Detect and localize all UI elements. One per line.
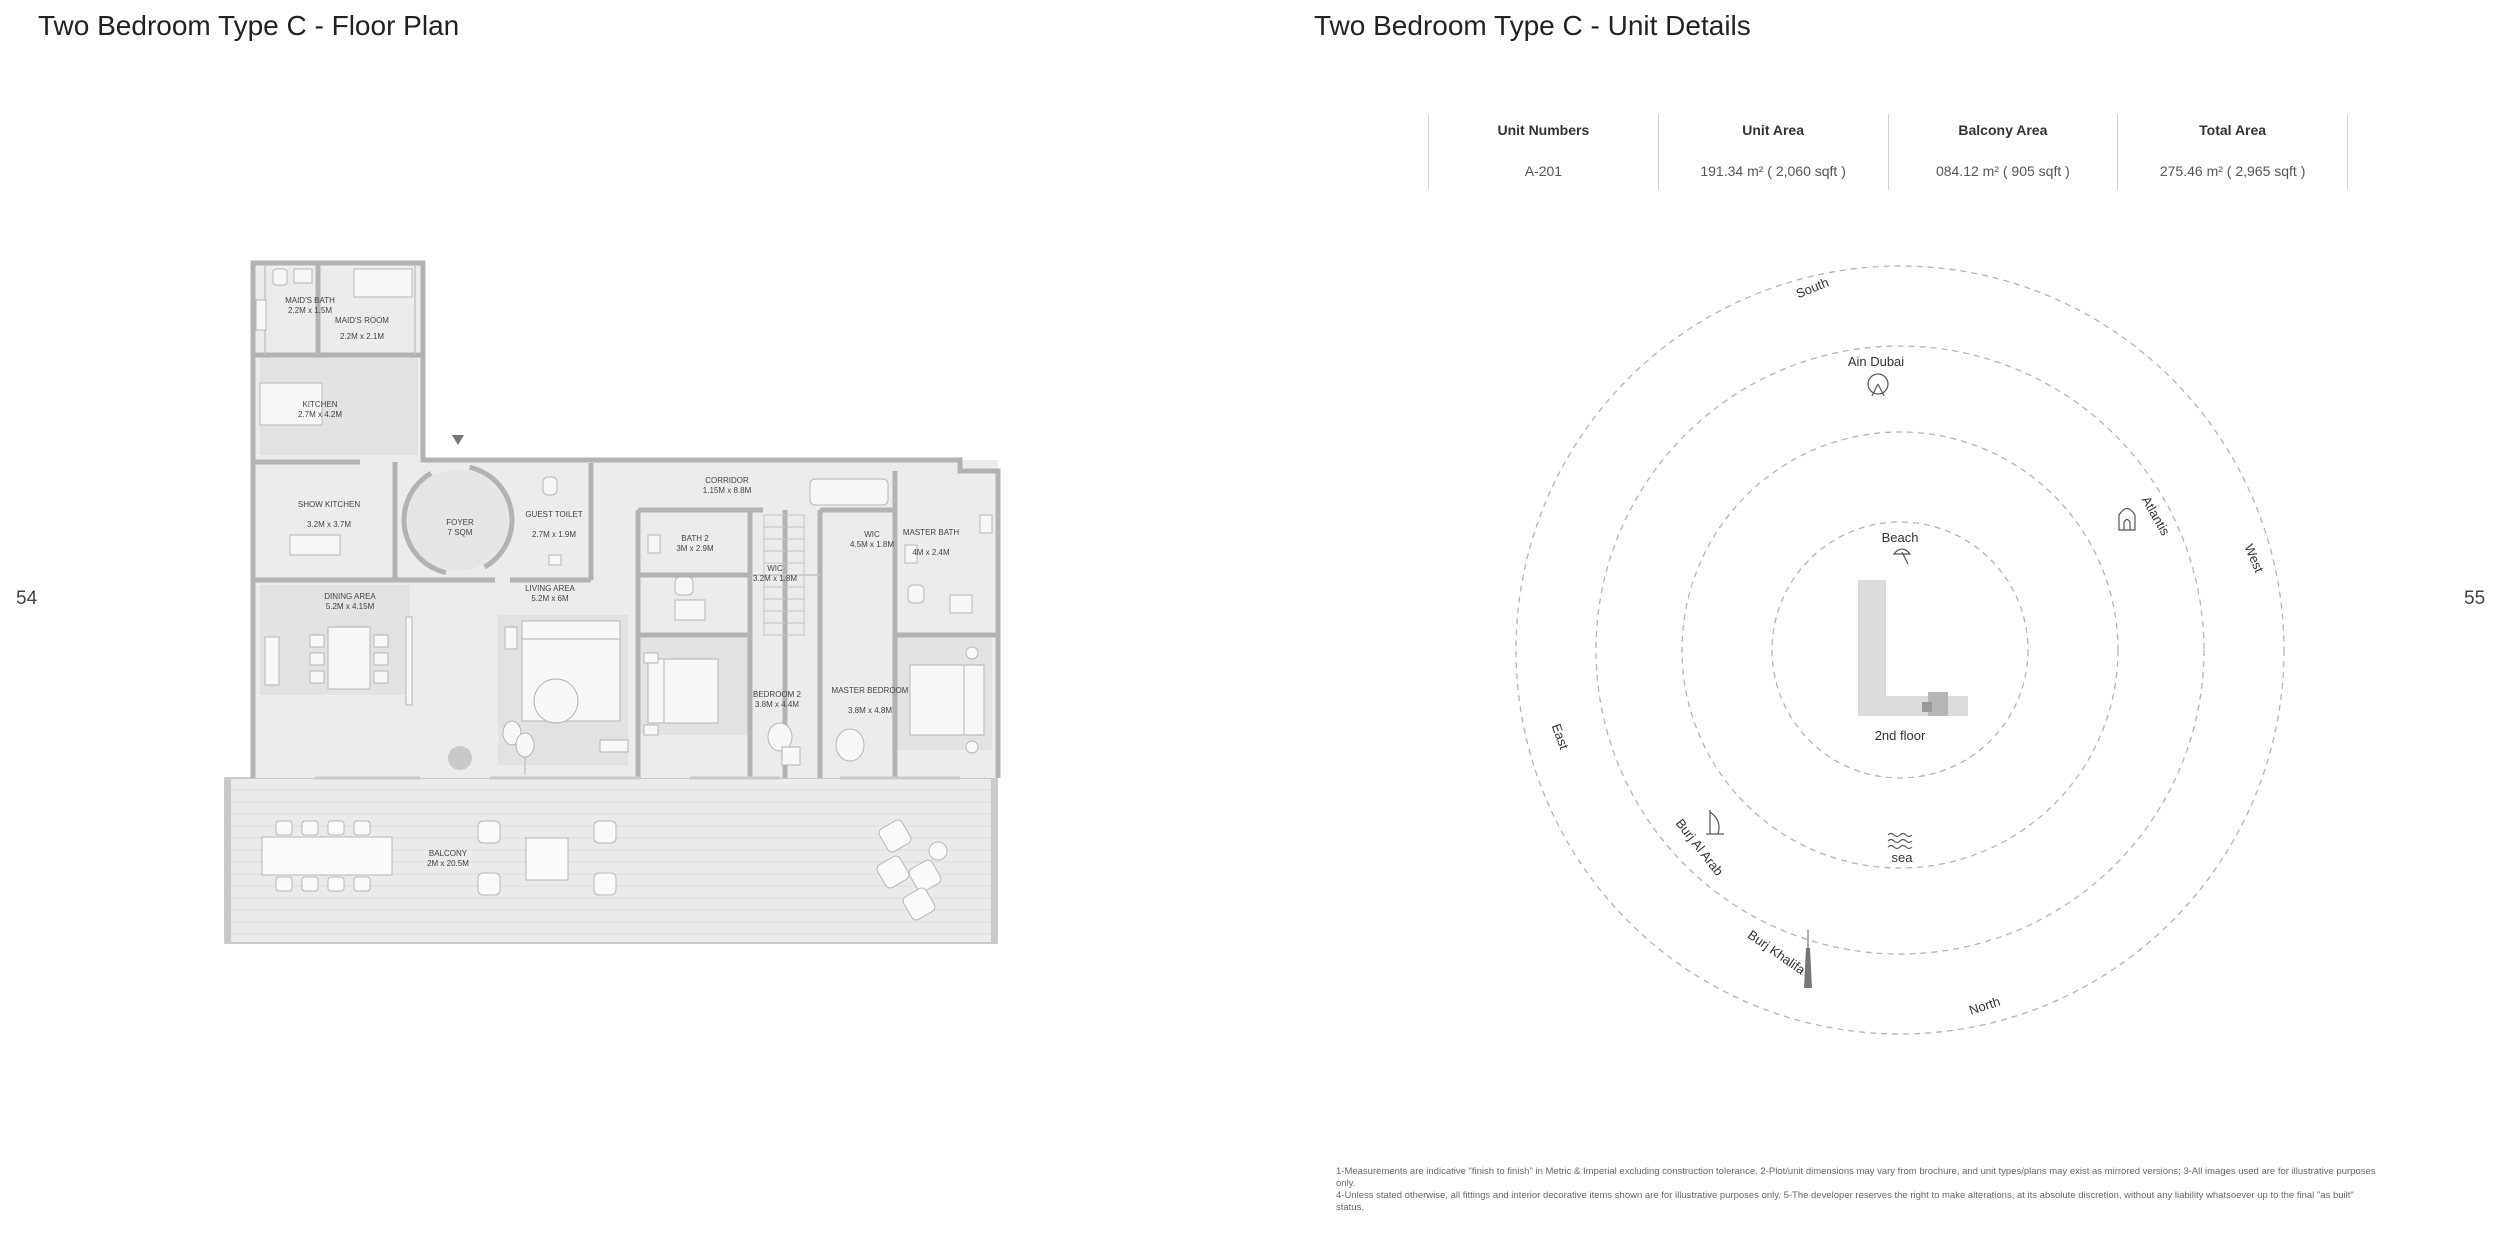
balcony-label: BALCONY	[429, 849, 468, 858]
umbrella-icon	[1892, 548, 1912, 565]
maids-bath-label: MAID'S BATH	[285, 296, 335, 305]
dining-area-label: DINING AREA	[324, 592, 376, 601]
unit-area-header: Unit Area	[1742, 122, 1804, 138]
burj-khalifa-icon	[1804, 930, 1812, 988]
orientation-diagram: 2nd floor South West North East Ain Duba…	[1515, 265, 2285, 1035]
page-title-unit-details: Two Bedroom Type C - Unit Details	[1314, 10, 1751, 41]
wic-2-label: WIC	[767, 564, 783, 573]
ferris-wheel-icon	[1867, 373, 1889, 397]
stairs	[763, 514, 805, 636]
living-area-label: LIVING AREA	[525, 584, 575, 593]
planter	[448, 746, 472, 770]
corridor-size: 1.15M x 8.8M	[703, 486, 752, 495]
show-kitchen-label: SHOW KITCHEN	[298, 500, 360, 509]
unit-area-value: 191.34 m² ( 2,060 sqft )	[1700, 163, 1846, 179]
balcony-size: 2M x 20.5M	[427, 859, 469, 868]
disclaimer-line-2: 4-Unless stated otherwise, all fittings …	[1336, 1190, 2354, 1213]
foyer-label: FOYER	[446, 518, 474, 527]
ring-outer	[1515, 265, 2285, 1035]
entrance-marker-icon	[452, 435, 464, 445]
direction-south: South	[1794, 275, 1831, 302]
building-footprint-icon	[1858, 580, 1968, 716]
bath-2-label: BATH 2	[681, 534, 709, 543]
guest-toilet-size: 2.7M x 1.9M	[532, 530, 576, 539]
dining-area-size: 5.2M x 4.15M	[326, 602, 375, 611]
wic-2-size: 3.2M x 1.8M	[753, 574, 797, 583]
interior-furniture	[264, 616, 985, 766]
bedroom-2-label: BEDROOM 2	[753, 690, 802, 699]
ring-inner	[1771, 521, 2029, 779]
unit-numbers-column: Unit Numbers A-201	[1428, 114, 1658, 190]
maids-bath-size: 2.2M x 1.5M	[288, 306, 332, 315]
balcony-furniture	[261, 819, 948, 921]
unit-area-column: Unit Area 191.34 m² ( 2,060 sqft )	[1657, 114, 1888, 190]
direction-west: West	[2241, 542, 2266, 575]
maids-room-size: 2.2M x 2.1M	[340, 332, 384, 341]
wic-1-label: WIC	[864, 530, 880, 539]
landmark-sea: sea	[1892, 850, 1914, 865]
floor-label: 2nd floor	[1875, 728, 1926, 743]
disclaimer: 1-Measurements are indicative "finish to…	[1336, 1166, 2376, 1214]
kitchen-size: 2.7M x 4.2M	[298, 410, 342, 419]
living-area-size: 5.2M x 6M	[531, 594, 569, 603]
floor-plan-drawing: BALCONY 2M x 20.5M	[224, 260, 1001, 944]
kitchen-label: KITCHEN	[302, 400, 337, 409]
balcony-area-value: 084.12 m² ( 905 sqft )	[1935, 163, 2070, 179]
landmark-atlantis: Atlantis	[2139, 494, 2174, 539]
master-bedroom-size: 3.8M x 4.8M	[848, 706, 892, 715]
disclaimer-line-1: 1-Measurements are indicative "finish to…	[1336, 1166, 2376, 1189]
show-kitchen-size: 3.2M x 3.7M	[307, 520, 351, 529]
corridor-label: CORRIDOR	[705, 476, 749, 485]
page-number-left: 54	[16, 588, 38, 609]
direction-north: North	[1967, 994, 2002, 1018]
burj-al-arab-icon	[1706, 810, 1724, 835]
unit-details-table: Unit Numbers A-201 Unit Area 191.34 m² (…	[1428, 114, 2348, 190]
balcony-area-header: Balcony Area	[1958, 122, 2048, 138]
master-bedroom-label: MASTER BEDROOM	[832, 686, 909, 695]
walls	[250, 260, 1001, 778]
bedroom-2-size: 3.8M x 4.4M	[755, 700, 799, 709]
wic-1-size: 4.5M x 1.8M	[850, 540, 894, 549]
page-number-right: 55	[2464, 588, 2486, 609]
landmark-ain-dubai: Ain Dubai	[1848, 354, 1904, 369]
landmark-burj-khalifa: Burj Khalifa	[1745, 927, 1809, 978]
unit-numbers-value: A-201	[1524, 163, 1563, 179]
fixtures	[255, 268, 993, 621]
waves-icon	[1887, 832, 1913, 850]
landmark-beach: Beach	[1882, 530, 1919, 545]
ring-third	[1595, 345, 2205, 955]
total-area-value: 275.46 m² ( 2,965 sqft )	[2159, 163, 2306, 179]
foyer-rotunda	[400, 462, 516, 578]
total-area-header: Total Area	[2199, 122, 2267, 138]
total-area-column: Total Area 275.46 m² ( 2,965 sqft )	[2117, 114, 2348, 190]
unit-numbers-header: Unit Numbers	[1497, 122, 1590, 138]
master-bath-label: MASTER BATH	[903, 528, 960, 537]
foyer-size: 7 SQM	[448, 528, 473, 537]
atlantis-icon	[2118, 507, 2136, 531]
maids-room-label: MAID'S ROOM	[335, 316, 389, 325]
guest-toilet-label: GUEST TOILET	[525, 510, 582, 519]
direction-east: East	[1549, 722, 1572, 752]
page-title-floor-plan: Two Bedroom Type C - Floor Plan	[38, 10, 460, 41]
balcony-area-column: Balcony Area 084.12 m² ( 905 sqft )	[1887, 114, 2118, 190]
ring-second	[1681, 431, 2119, 869]
master-bath-size: 4M x 2.4M	[912, 548, 950, 557]
bath-2-size: 3M x 2.9M	[676, 544, 714, 553]
